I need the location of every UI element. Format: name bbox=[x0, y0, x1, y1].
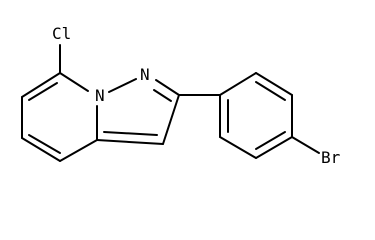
bond-c7-c6 bbox=[21, 72, 61, 98]
bridge-nitrogen-label: N bbox=[95, 86, 105, 105]
bond-c3-c3a-inner bbox=[103, 131, 158, 136]
bond-ph-c1-c2 bbox=[219, 72, 257, 96]
bond-c5-c4 bbox=[21, 137, 61, 162]
bond-ph-c4-c5 bbox=[255, 136, 293, 159]
bromine-label: Br bbox=[321, 148, 341, 167]
bond-c5-c4-inner bbox=[28, 134, 61, 154]
bond-n2-c2-inner bbox=[153, 89, 172, 102]
bond-ph-c5-c6 bbox=[219, 136, 257, 159]
bond-ph-br bbox=[291, 136, 320, 154]
pyrazole-ring-bonds bbox=[96, 78, 180, 145]
molecule-structure: Cl N N Br bbox=[21, 24, 341, 167]
molecule-diagram: Cl N N Br bbox=[21, 24, 341, 167]
bond-c3-c3a bbox=[96, 139, 164, 145]
bond-c7-c6-inner bbox=[28, 82, 58, 101]
bond-ph-c4-c5-inner bbox=[255, 131, 286, 150]
bond-n2-c2 bbox=[155, 79, 180, 96]
ring-nitrogen-label: N bbox=[140, 65, 150, 84]
bond-n-c7 bbox=[59, 72, 89, 92]
bond-c2-c3 bbox=[162, 94, 180, 145]
pyridine-ring-bonds bbox=[21, 44, 98, 162]
phenyl-ring-bonds bbox=[178, 72, 320, 159]
bond-ph-c2-c3 bbox=[255, 72, 293, 96]
bond-ph-c2-c3-inner bbox=[255, 81, 286, 101]
bond-n1-n2 bbox=[108, 78, 137, 93]
bond-c4-c3a bbox=[59, 139, 98, 162]
chlorine-label: Cl bbox=[52, 24, 71, 43]
